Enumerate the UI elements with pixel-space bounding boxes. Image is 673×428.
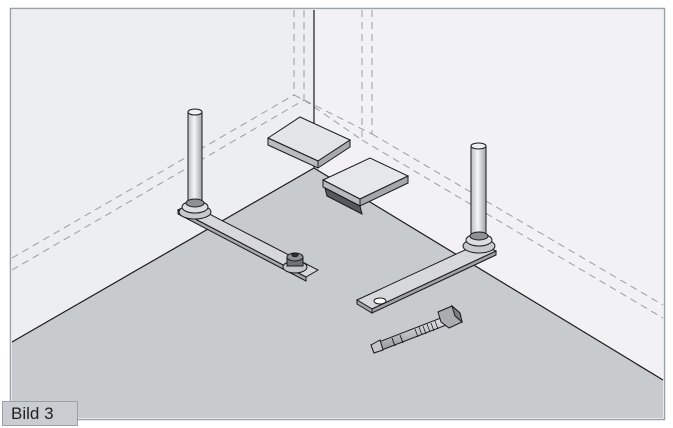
figure-caption: Bild 3 (2, 401, 78, 426)
mounting-post-left (178, 108, 212, 220)
support-pad-front (321, 157, 410, 215)
mounting-post-right (462, 142, 496, 254)
floor (12, 168, 663, 418)
left-wall (12, 10, 314, 342)
support-pad-back (266, 116, 352, 169)
nut-and-washer-left (282, 252, 308, 274)
anchor-bolt (370, 304, 463, 354)
right-wall (314, 10, 663, 380)
figure-border (9, 7, 666, 421)
hidden-outline-lines (11, 10, 664, 319)
mounting-strap-right (355, 242, 498, 314)
